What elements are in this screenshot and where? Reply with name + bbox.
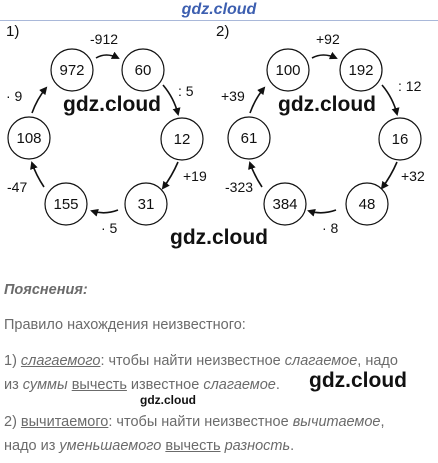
node-1-3	[160, 117, 204, 161]
arrow-1-4	[90, 208, 119, 217]
node-1-3-label: 12	[174, 131, 191, 148]
node-2-2	[339, 48, 383, 92]
arrow-1-5	[30, 161, 45, 188]
node-1-1-label: 972	[59, 62, 84, 79]
diagram-2-nodes	[227, 48, 422, 226]
node-1-5	[44, 182, 88, 226]
op-1-5: -47	[7, 179, 27, 195]
node-2-5-label: 384	[272, 196, 297, 213]
op-2-6: +39	[221, 88, 245, 104]
arrow-1-6	[31, 86, 48, 114]
op-2-5: -323	[225, 179, 253, 195]
site-logo: gdz.cloud	[181, 1, 257, 18]
header-divider	[0, 20, 438, 21]
diagram-2-label: 2)	[216, 23, 230, 40]
watermark-4: gdz.cloud	[309, 369, 407, 392]
node-2-4-label: 48	[359, 196, 376, 213]
arrow-1-2	[162, 84, 181, 116]
arrow-2-1	[311, 51, 338, 60]
term-subtrahend: вычитаемого	[20, 414, 109, 430]
node-1-6-label: 108	[16, 130, 41, 147]
node-2-1	[266, 48, 310, 92]
rule-1-line-1: 1) слагаемого: чтобы найти неизвестное с…	[4, 353, 398, 369]
op-2-2: : 12	[398, 78, 422, 94]
arrow-1-3	[161, 161, 179, 190]
node-2-3	[378, 117, 422, 161]
node-1-4	[124, 182, 168, 226]
diagram-1-arrows	[30, 51, 181, 217]
op-1-3: +19	[183, 168, 207, 184]
rule-heading: Правило нахождения неизвестного:	[4, 317, 246, 333]
word-subtract-2: вычесть	[165, 438, 221, 454]
node-1-5-label: 155	[53, 196, 78, 213]
diagram-1-nodes	[7, 48, 204, 226]
op-1-4: · 5	[101, 220, 118, 236]
node-1-1	[50, 48, 94, 92]
op-1-1: -912	[90, 31, 118, 47]
node-2-2-label: 192	[348, 62, 373, 79]
arrow-2-3	[380, 161, 398, 190]
rule-2-line-2: надо из уменьшаемого вычесть разность.	[4, 438, 295, 454]
watermark-2: gdz.cloud	[278, 93, 376, 116]
node-1-6	[7, 116, 51, 160]
node-1-4-label: 31	[138, 196, 155, 213]
op-2-1: +92	[316, 31, 340, 47]
rule-1-line-2: из суммы вычесть известное слагаемое.	[4, 377, 280, 393]
arrow-2-5	[248, 161, 263, 188]
node-1-2-label: 60	[135, 62, 152, 79]
arrow-1-1	[95, 51, 120, 59]
diagram-2-arrows	[248, 51, 400, 217]
term-addend: слагаемого	[20, 353, 101, 369]
diagram-1-label: 1)	[6, 23, 20, 40]
diagrams-svg: 972 60 12 31 155 108 100 192 16 48 384 6…	[6, 31, 425, 236]
node-2-1-label: 100	[275, 62, 300, 79]
arrow-2-6	[249, 86, 266, 114]
op-1-6: · 9	[6, 88, 23, 104]
node-2-6-label: 61	[241, 130, 258, 147]
explanation-title: Пояснения:	[4, 282, 88, 298]
watermark-3: gdz.cloud	[170, 226, 268, 249]
node-2-3-label: 16	[392, 131, 409, 148]
node-1-2	[121, 48, 165, 92]
arrow-2-2	[381, 84, 400, 116]
watermark-5: gdz.cloud	[140, 393, 196, 407]
op-2-3: +32	[401, 168, 425, 184]
op-2-4: · 8	[322, 220, 339, 236]
op-1-2: : 5	[178, 83, 194, 99]
node-2-4	[345, 182, 389, 226]
arrow-2-4	[307, 208, 337, 217]
node-2-6	[227, 116, 271, 160]
word-subtract-1: вычесть	[71, 377, 127, 393]
watermark-1: gdz.cloud	[63, 93, 161, 116]
node-2-5	[263, 182, 307, 226]
rule-2-line-1: 2) вычитаемого: чтобы найти неизвестное …	[4, 414, 385, 430]
